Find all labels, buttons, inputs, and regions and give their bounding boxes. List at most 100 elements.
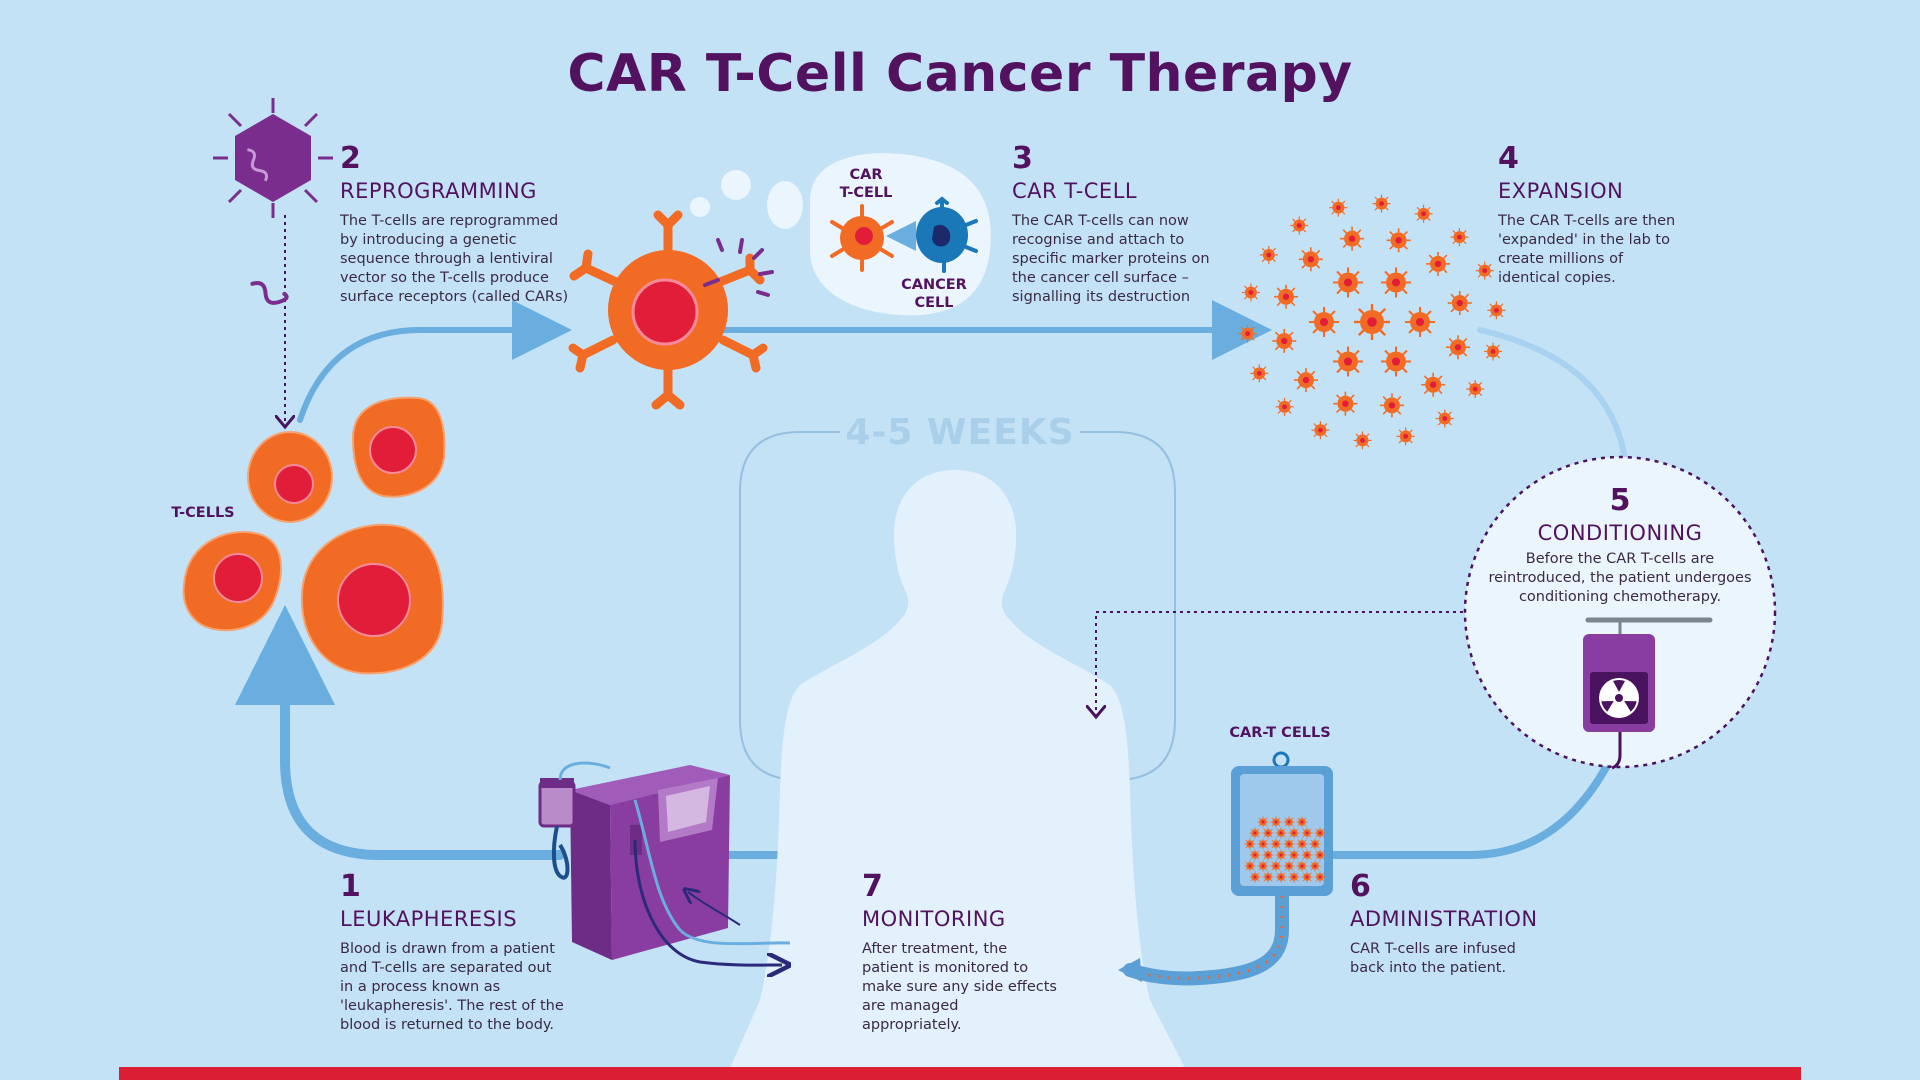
car-t-cell-copy	[1425, 251, 1451, 277]
t-cell	[182, 531, 282, 632]
car-t-cell-copy	[1313, 826, 1327, 840]
car-t-cell-copy	[1475, 261, 1495, 281]
car-t-cell-copy	[1385, 227, 1412, 254]
flow-arrow-to-reprogramming	[297, 300, 572, 423]
bubble-cancer-cell	[916, 196, 978, 273]
step-description: Blood is drawn from a patient and T-cell…	[340, 941, 564, 1033]
car-t-cell-copy	[1282, 815, 1296, 829]
car-t-cell-copy	[1269, 859, 1283, 873]
flow-arrow-to-conditioning	[1477, 327, 1628, 463]
car-t-cell-label: CAR T-CELL	[839, 167, 893, 201]
car-t-cell-copy	[1282, 859, 1296, 873]
car-t-cell-copy	[1256, 837, 1270, 851]
car-t-cell-copy	[1293, 367, 1319, 393]
t-cell	[247, 431, 333, 523]
thought-bubble	[690, 153, 991, 316]
car-t-cell-copy	[1248, 826, 1262, 840]
car-t-cell-copy	[1256, 859, 1270, 873]
car-t-cell-copy	[1259, 245, 1279, 265]
car-t-cell-copy	[1446, 290, 1473, 316]
cycle-flow	[235, 300, 1628, 860]
step-leukapheresis: 1 LEUKAPHERESIS Blood is drawn from a pa…	[340, 870, 565, 1035]
car-t-cell-copy	[1298, 246, 1324, 273]
step-number: 4	[1498, 141, 1519, 176]
t-cell	[351, 396, 446, 498]
step-number: 3	[1012, 141, 1033, 176]
conditioning-circle	[1463, 455, 1777, 769]
car-t-cell-copy	[1295, 837, 1309, 851]
car-t-cell-copy	[1241, 282, 1261, 303]
car-t-cell-copy	[1243, 837, 1257, 851]
step-car-t-cell: 3 CAR T-CELL The CAR T-cells can now rec…	[1012, 142, 1222, 307]
accent-bar	[119, 1067, 1801, 1080]
car-t-cell-copy	[1313, 848, 1327, 862]
car-t-cell-copy	[1465, 379, 1485, 399]
activation-lines	[703, 238, 774, 297]
duration-label: 4-5 WEEKS	[840, 412, 1080, 453]
car-t-cell-copy	[1486, 300, 1506, 320]
car-t-cell-copy	[1380, 266, 1412, 299]
car-t-cell-copy	[1379, 392, 1405, 419]
step-heading: REPROGRAMMING	[340, 179, 537, 203]
car-t-cell-copy	[1248, 870, 1262, 884]
car-t-cell-copy	[1352, 302, 1392, 342]
car-t-cell-copy	[1271, 328, 1298, 354]
car-t-cell-copy	[1300, 826, 1314, 840]
car-t-cell-copy	[1295, 859, 1309, 873]
page-title: CAR T-Cell Cancer Therapy	[567, 44, 1353, 104]
car-t-cell-copy	[1308, 837, 1322, 851]
cancer-cell-label: CANCER CELL	[901, 277, 967, 311]
step-number: 5	[1609, 483, 1631, 518]
step-number: 2	[340, 141, 361, 176]
leukapheresis-machine	[538, 761, 790, 965]
patient-silhouette	[730, 470, 1185, 1068]
car-t-cell-copy	[1396, 426, 1416, 446]
lentiviral-vector-virus	[213, 98, 333, 218]
step-expansion: 4 EXPANSION The CAR T-cells are then 'ex…	[1498, 142, 1678, 288]
t-cells-cluster	[182, 396, 446, 675]
genetic-sequence-strand	[250, 280, 289, 305]
step-description: Before the CAR T-cells are reintroduced,…	[1488, 551, 1752, 605]
car-t-cells-iv-bag	[1118, 751, 1333, 986]
step-monitoring: 7 MONITORING After treatment, the patien…	[862, 870, 1062, 1035]
car-t-cell-copy	[1238, 324, 1258, 344]
car-t-cell-copy	[1332, 345, 1364, 378]
car-t-cell-copy	[1308, 859, 1322, 873]
car-t-cell-copy	[1287, 826, 1301, 840]
step-description: After treatment, the patient is monitore…	[862, 941, 1057, 1033]
car-t-cell-copy	[1249, 363, 1269, 383]
step-heading: MONITORING	[862, 907, 1006, 931]
car-t-cell-copy	[1332, 390, 1359, 417]
t-cells-label: T-CELLS	[171, 505, 235, 521]
car-t-cell-copy	[1261, 848, 1275, 862]
car-t-cell-copy	[1269, 837, 1283, 851]
car-t-cell-copy	[1328, 198, 1348, 218]
car-t-cell-copy	[1332, 266, 1364, 299]
car-t-cell-copy	[1256, 815, 1270, 829]
step-number: 7	[862, 869, 883, 904]
car-t-cell-copy	[1313, 870, 1327, 884]
car-t-cell-copy	[1243, 859, 1257, 873]
car-t-cell-copy	[1274, 870, 1288, 884]
radiation-icon	[1599, 678, 1639, 718]
car-t-cell-copy	[1420, 371, 1446, 398]
car-t-cell-copy	[1261, 826, 1275, 840]
step-number: 1	[340, 869, 361, 904]
car-t-cell-copy	[1269, 815, 1283, 829]
car-t-cell-copy	[1248, 848, 1262, 862]
car-t-cell-copy	[1261, 870, 1275, 884]
reprogrammed-car-t-cell	[568, 210, 768, 410]
car-t-cell-copy	[1282, 837, 1296, 851]
t-cell	[300, 523, 444, 675]
step-heading: CONDITIONING	[1537, 521, 1703, 545]
step-description: The T-cells are reprogrammed by introduc…	[340, 213, 569, 305]
car-t-cell-copy	[1483, 341, 1503, 362]
step-conditioning: 5 CONDITIONING Before the CAR T-cells ar…	[1488, 484, 1752, 607]
step-heading: LEUKAPHERESIS	[340, 907, 518, 931]
car-t-cell-copy	[1300, 870, 1314, 884]
car-t-cell-copy	[1287, 848, 1301, 862]
step-heading: ADMINISTRATION	[1350, 907, 1538, 931]
conditioning-dotted-arrow	[1096, 611, 1470, 715]
car-t-cell-copy	[1289, 215, 1309, 236]
car-t-cell-copy	[1295, 815, 1309, 829]
